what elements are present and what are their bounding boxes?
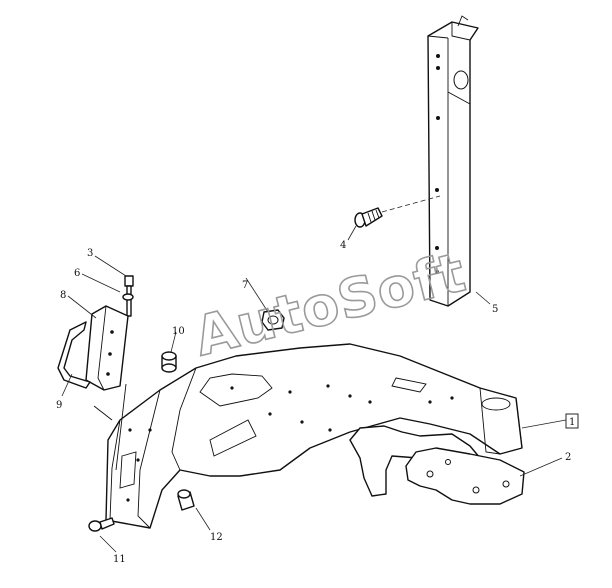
bushing-10 — [161, 351, 177, 373]
main-chassis-frame — [93, 343, 523, 529]
callout-1: 1 — [569, 417, 575, 428]
bracket-with-strap — [57, 305, 129, 391]
leader-lines — [61, 225, 567, 553]
callout-8: 8 — [60, 290, 66, 301]
callout-3: 3 — [87, 248, 93, 259]
callout-4: 4 — [340, 240, 346, 251]
callout-2: 2 — [565, 452, 571, 463]
callout-7: 7 — [242, 280, 248, 291]
callout-10: 10 — [172, 326, 185, 337]
callout-11: 11 — [113, 554, 126, 565]
callout-5: 5 — [492, 304, 498, 315]
screw — [354, 195, 441, 228]
callout-1-box — [565, 413, 579, 429]
nut — [261, 309, 285, 331]
side-plate — [349, 425, 525, 505]
small-bolt — [88, 517, 115, 532]
vertical-channel-bar — [427, 15, 479, 307]
callout-6: 6 — [74, 268, 80, 279]
bolt-and-washer — [122, 275, 134, 317]
bushing-12 — [177, 489, 195, 511]
callout-12: 12 — [210, 532, 223, 543]
callout-9: 9 — [56, 400, 62, 411]
